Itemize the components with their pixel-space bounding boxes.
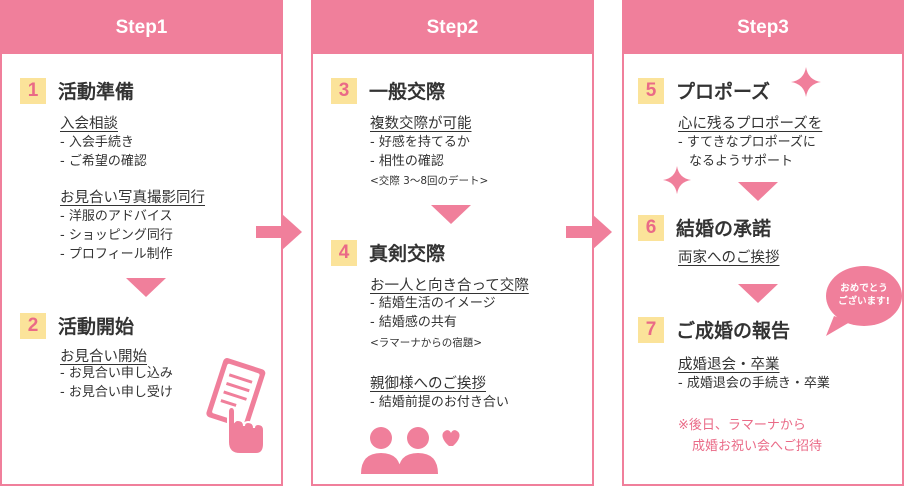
couple-icon [361, 427, 460, 474]
stage-7-note-2: 成婚お祝い会へご招待 [692, 439, 823, 454]
list-item: 相性の確認 [370, 152, 470, 171]
list-item: 洋服のアドバイス [60, 207, 173, 226]
list-item: お見合い申し受け [60, 383, 173, 402]
list-item: 結婚生活のイメージ [370, 294, 496, 313]
stage-3-sub: 複数交際が可能 [370, 116, 472, 132]
stage-4-note: <ラマーナからの宿題> [370, 337, 483, 349]
congrats-bubble-text: おめでとう ございます! [838, 283, 890, 307]
stage-4-parents-list: 結婚前提のお付き合い [370, 393, 509, 412]
right-arrow-icon [256, 214, 302, 250]
down-arrow-icon [431, 205, 471, 224]
stage-4-list: 結婚生活のイメージ 結婚感の共有 [370, 294, 496, 332]
step2-column: Step2 3 一般交際 複数交際が可能 好感を持てるか 相性の確認 <交際 3… [311, 0, 594, 486]
heart-icon [442, 430, 460, 446]
stage-7-sub: 成婚退会・卒業 [678, 357, 780, 373]
list-item: 好感を持てるか [370, 133, 470, 152]
list-item: 入会手続き [60, 133, 147, 152]
list-item: ご希望の確認 [60, 152, 147, 171]
stage-5-number: 5 [638, 78, 664, 104]
stage-7-number: 7 [638, 317, 664, 343]
document-hand-icon [206, 358, 266, 455]
step3-column: Step3 5 プロポーズ 心に残るプロポーズを すてきなプロポーズに なるよう… [622, 0, 904, 486]
list-item: プロフィール制作 [60, 245, 173, 264]
down-arrow-icon [738, 284, 778, 303]
step3-header: Step3 [624, 2, 902, 54]
right-arrow-icon [566, 214, 612, 250]
stage-5-list: すてきなプロポーズに [678, 133, 816, 152]
stage-2-sub-start: お見合い開始 [60, 349, 147, 365]
stage-3-list: 好感を持てるか 相性の確認 [370, 133, 470, 171]
list-item: お見合い申し込み [60, 364, 173, 383]
step1-header: Step1 [2, 2, 281, 54]
stage-1-consult-list: 入会手続き ご希望の確認 [60, 133, 147, 171]
stage-3-note: <交際 3〜8回のデート> [370, 175, 489, 187]
stage-2-title: 活動開始 [58, 316, 135, 338]
speech-bubble-icon [826, 266, 902, 336]
list-item: ショッピング同行 [60, 226, 173, 245]
stage-7-note-1: ※後日、ラマーナから [678, 418, 806, 433]
stage-2-list: お見合い申し込み お見合い申し受け [60, 364, 173, 402]
step1-column: Step1 1 活動準備 入会相談 入会手続き ご希望の確認 お見合い写真撮影同… [0, 0, 283, 486]
stage-5-list-cont: なるようサポート [689, 154, 794, 169]
stage-6-title: 結婚の承諾 [676, 218, 772, 240]
stage-7-title: ご成婚の報告 [676, 320, 791, 342]
stage-5-sub: 心に残るプロポーズを [678, 116, 823, 132]
stage-4-number: 4 [331, 240, 357, 266]
stage-1-sub-photo: お見合い写真撮影同行 [60, 190, 205, 206]
stage-4-title: 真剣交際 [369, 243, 446, 265]
stage-2-number: 2 [20, 313, 46, 339]
list-item: すてきなプロポーズに [678, 133, 816, 152]
stage-4-sub-parents: 親御様へのご挨拶 [370, 376, 486, 392]
list-item: 結婚前提のお付き合い [370, 393, 509, 412]
stage-1-title: 活動準備 [58, 81, 135, 103]
sparkle-icon [662, 165, 692, 195]
stage-6-sub: 両家へのご挨拶 [678, 250, 780, 266]
list-item: 成婚退会の手続き・卒業 [678, 374, 830, 393]
stage-4-sub: お一人と向き合って交際 [370, 278, 529, 294]
stage-5-title: プロポーズ [676, 81, 771, 103]
stage-3-number: 3 [331, 78, 357, 104]
stage-1-number: 1 [20, 78, 46, 104]
down-arrow-icon [738, 182, 778, 201]
list-item: 結婚感の共有 [370, 313, 496, 332]
stage-1-photo-list: 洋服のアドバイス ショッピング同行 プロフィール制作 [60, 207, 173, 264]
stage-7-list: 成婚退会の手続き・卒業 [678, 374, 830, 393]
sparkle-icon [791, 67, 821, 97]
down-arrow-icon [126, 278, 166, 297]
stage-3-title: 一般交際 [369, 81, 446, 103]
step2-header: Step2 [313, 2, 592, 54]
stage-6-number: 6 [638, 215, 664, 241]
stage-1-sub-consult: 入会相談 [60, 116, 118, 132]
